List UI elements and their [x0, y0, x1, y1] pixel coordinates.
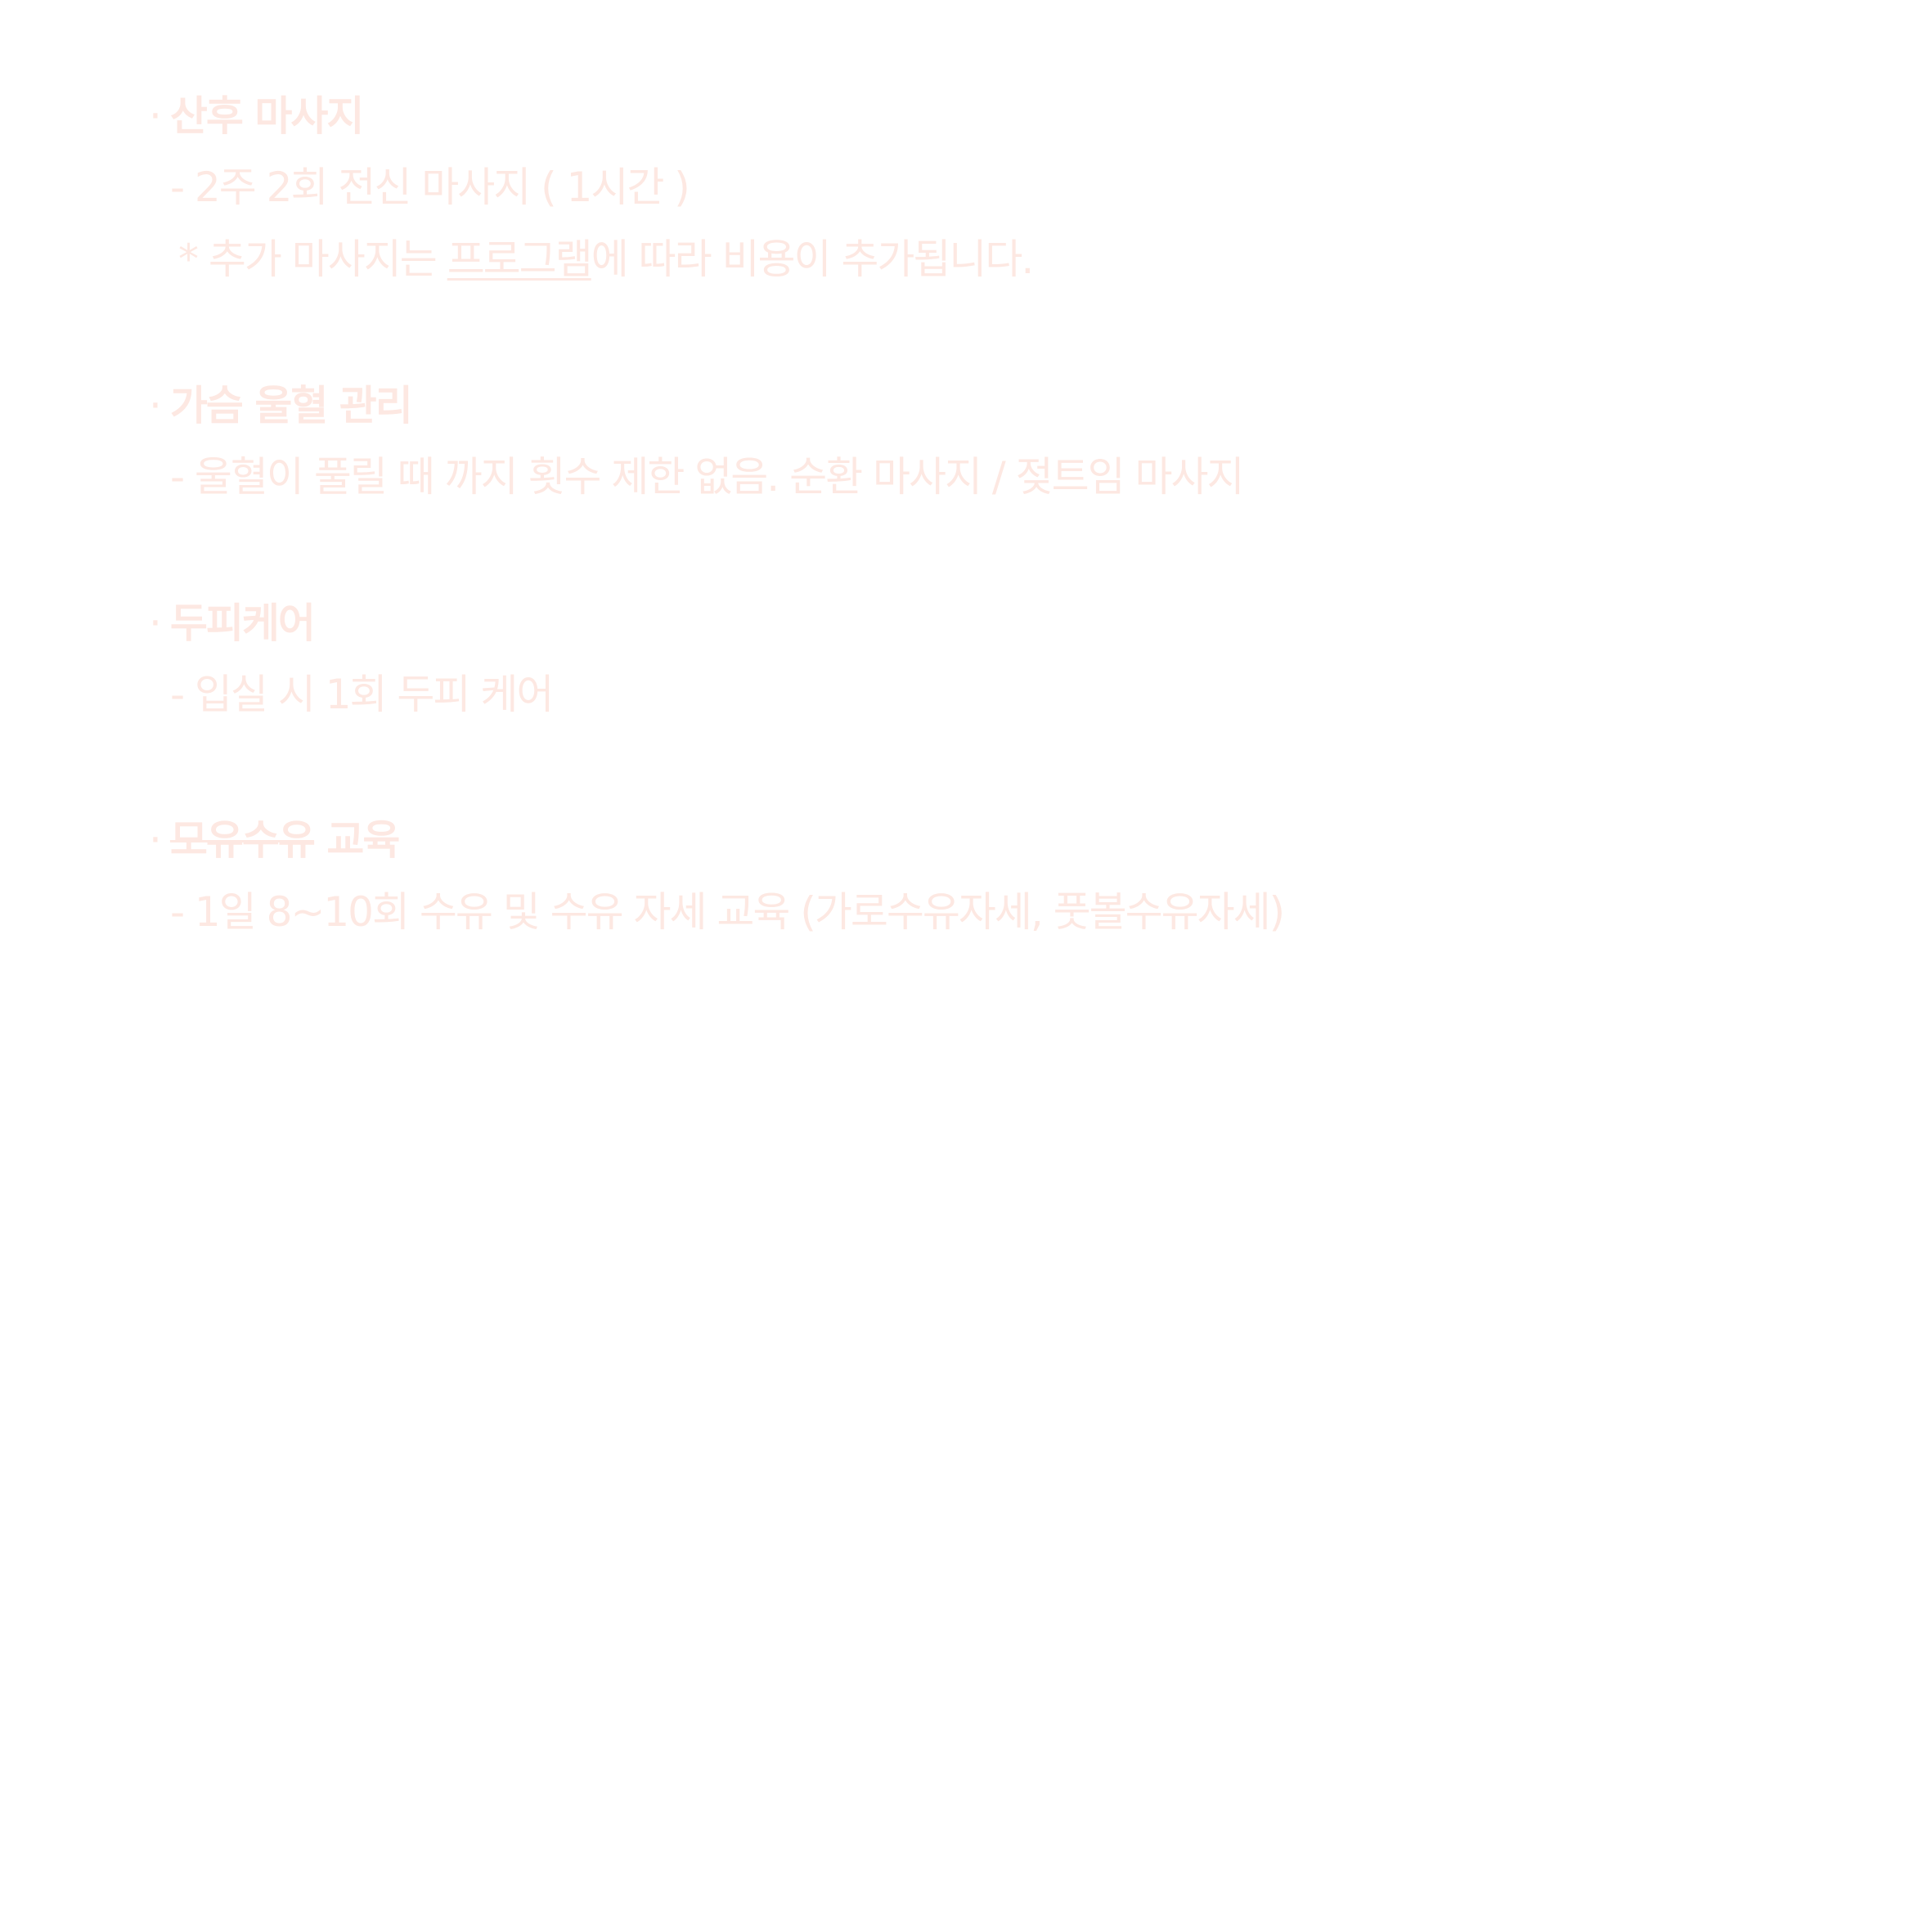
section-title-breastfeeding-education: ·모유수유 교육 [149, 820, 400, 860]
section-title-text: 산후 마사지 [169, 92, 364, 140]
section-note: * 추가 마사지는 프로그램에 따라 비용이 추가됩니다. [178, 236, 1035, 283]
bullet: · [149, 600, 162, 647]
section-detail-line: - 2주 2회 전신 마사지 ( 1시간 ) [170, 164, 690, 211]
bullet: · [149, 816, 162, 864]
section-title-postpartum-massage: ·산후 마사지 [149, 96, 364, 137]
note-suffix: 에 따라 비용이 추가됩니다. [591, 236, 1035, 283]
section-title-text: 두피케어 [169, 600, 316, 647]
note-underlined-program: 프로그램 [447, 236, 593, 283]
section-title-rest-text: 교육 [313, 816, 400, 864]
section-detail-line: - 1일 8~10회 수유 및 수유 자세 교육 (가로수유자세, 풋볼수유자세… [170, 888, 1285, 936]
note-prefix: * 추가 마사지는 [178, 236, 447, 283]
bullet: · [149, 92, 162, 140]
section-title-text: 가슴 울혈 관리 [169, 382, 413, 429]
bullet: · [149, 382, 162, 429]
section-detail-line: - 울혈이 풀릴 때 까지 횟수 제한 없음. 순환 마사지 / 젖트임 마사지 [170, 453, 1245, 501]
section-detail-line: - 입실 시 1회 두피 케어 [170, 671, 554, 718]
section-title-scalp-care: ·두피케어 [149, 600, 316, 647]
section-title-struck-text: 모유수유 [169, 816, 316, 864]
section-title-breast-engorgement: ·가슴 울혈 관리 [149, 382, 413, 429]
